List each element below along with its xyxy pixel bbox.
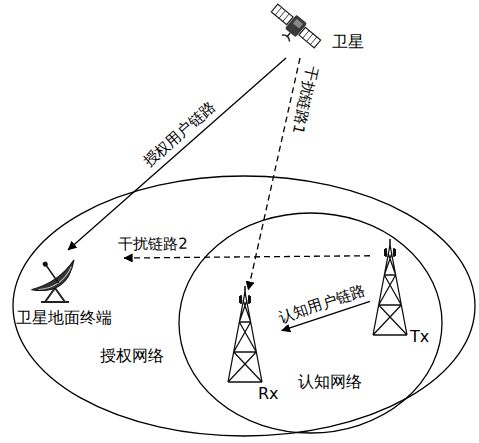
node-label: Tx <box>410 327 429 346</box>
link-label: 认知用户链路 <box>274 280 369 327</box>
tx-tower-icon <box>373 239 407 335</box>
region-ellipse <box>179 213 442 433</box>
tx-tower-node: Tx <box>370 243 432 349</box>
link-arrow <box>124 256 370 258</box>
ground-terminal-node: 卫星地面终端 <box>12 250 124 330</box>
link-arrow <box>248 58 300 290</box>
node-label: 卫星地面终端 <box>16 308 112 327</box>
licensed-network-region: 卫星地面终端 TxRx 认知网络 授权网络 <box>12 175 476 437</box>
link-label: 干扰链路1 <box>288 63 322 139</box>
link-label: 授权用户链路 <box>137 96 219 172</box>
node-label: 授权网络 <box>100 346 164 365</box>
rx-tower-icon <box>228 286 262 382</box>
node-label: 认知网络 <box>298 372 362 391</box>
link-arrow <box>68 58 286 250</box>
satellite-node: 卫星 <box>274 2 374 58</box>
node-label: 卫星 <box>332 32 364 51</box>
cognitive-network-region: TxRx 认知网络 <box>178 212 443 434</box>
node-label: Rx <box>258 384 279 403</box>
rx-tower-node: Rx <box>226 290 282 406</box>
link-label: 干扰链路2 <box>117 234 191 253</box>
region-ellipse <box>13 176 475 436</box>
region-outline <box>178 212 443 434</box>
satellite-icon <box>264 1 323 56</box>
